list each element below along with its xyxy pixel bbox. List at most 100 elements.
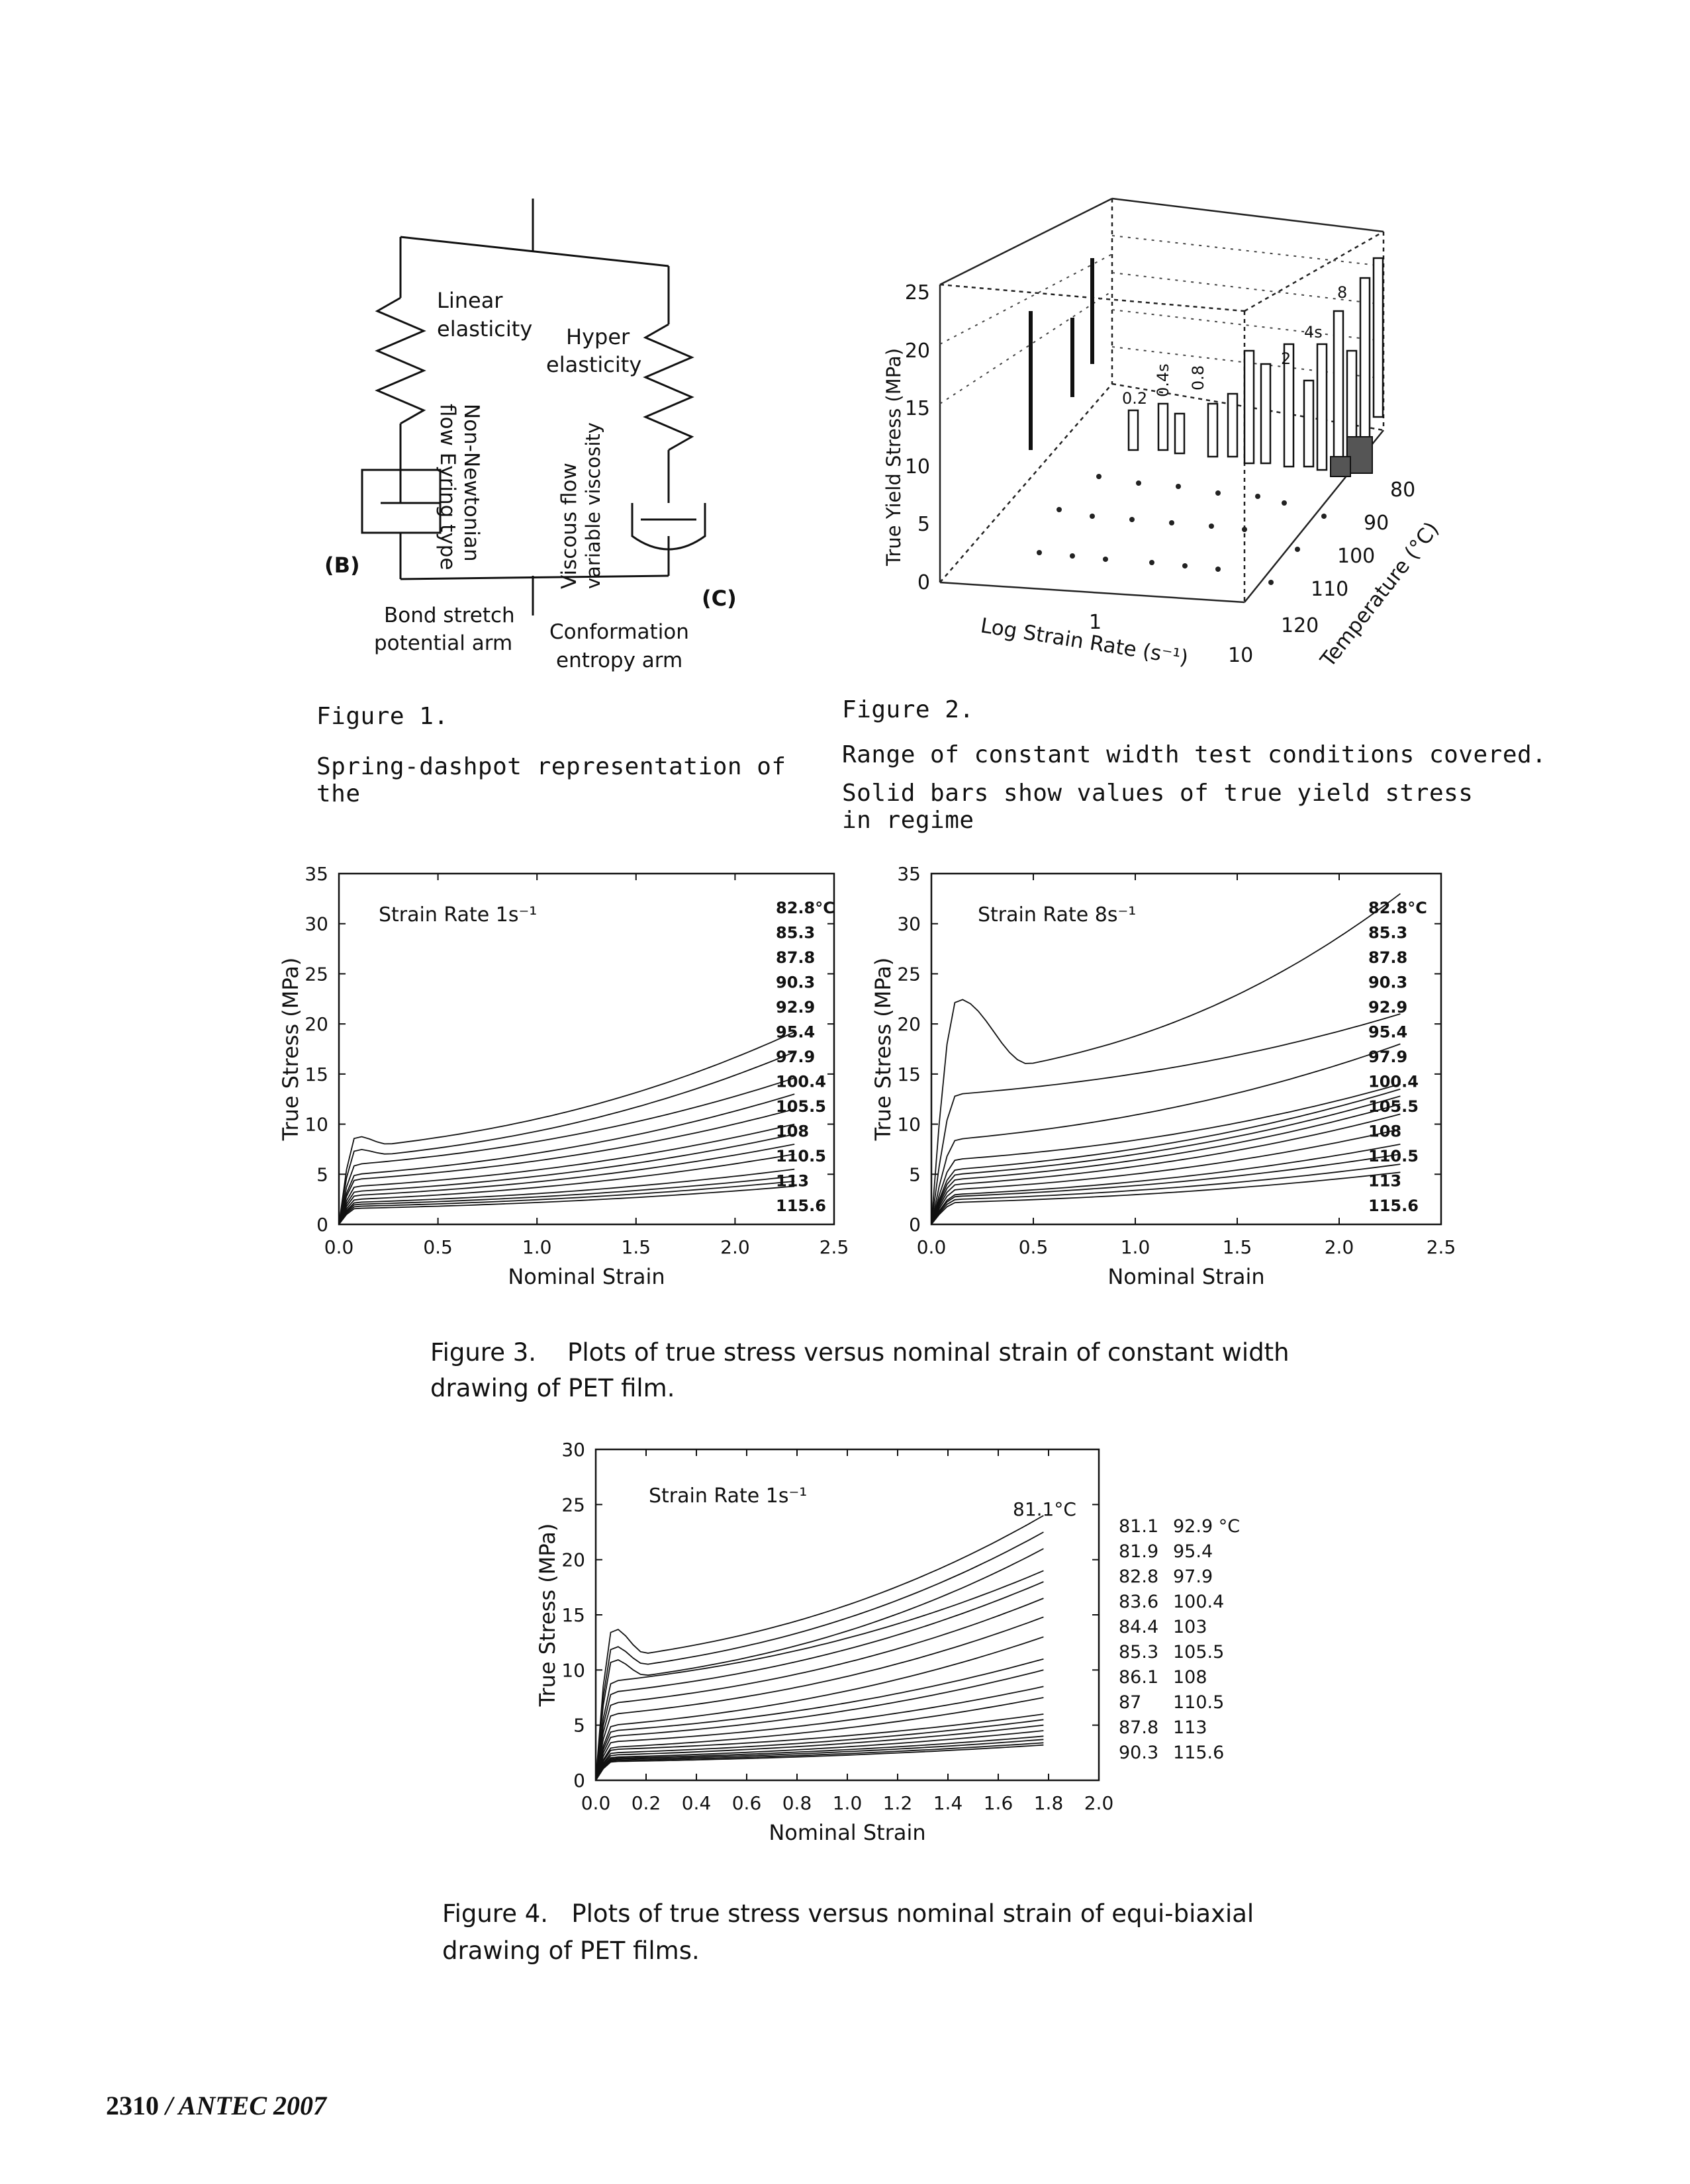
stress-curve-5	[931, 1088, 1401, 1225]
bond-stretch-label-2: potential arm	[374, 631, 512, 655]
legend-temperature-col1: 83.6	[1119, 1592, 1158, 1612]
fig2-ytick-90: 90	[1364, 512, 1389, 535]
x-tick-label: 1.0	[1121, 1236, 1150, 1258]
legend-temperature: 115.6	[1368, 1197, 1419, 1215]
legend-temperature-col2: 92.9 °C	[1173, 1516, 1240, 1537]
stress-curve-3	[931, 1043, 1401, 1225]
stress-curve-1	[338, 1031, 795, 1225]
legend-temperature-col1: 90.3	[1119, 1743, 1158, 1763]
legend-temperature-col1: 86.1	[1119, 1667, 1158, 1688]
fig2-ztick-10: 10	[905, 455, 930, 478]
legend-temperature: 95.4	[1368, 1023, 1407, 1042]
viscous-flow-label-2: variable viscosity	[582, 422, 604, 589]
legend-temperature-col2: 97.9	[1173, 1567, 1213, 1587]
x-tick-label: 0.5	[1019, 1236, 1049, 1258]
y-tick-label: 15	[897, 1064, 921, 1085]
figure3-caption-line1: Figure 3. Plots of true stress versus no…	[430, 1338, 1290, 1367]
figure2-3d-chart: 0 5 10 15 20 25 True Yield Stress (MPa) …	[882, 197, 1444, 672]
linear-elasticity-label-1: Linear	[437, 288, 503, 313]
stress-curve-7	[595, 1616, 1044, 1781]
stress-curve-11	[931, 1154, 1401, 1225]
x-tick-label: 0.4	[682, 1792, 712, 1814]
x-tick-label: 2.5	[820, 1236, 849, 1258]
fig2-bar-label-4: 4s	[1304, 323, 1323, 341]
legend-temperature: 95.4	[776, 1023, 815, 1042]
top-curve-label: 81.1°C	[1013, 1498, 1076, 1520]
stress-curve-19	[595, 1742, 1044, 1781]
stress-curve-8	[595, 1636, 1044, 1781]
legend-temperature: 100.4	[776, 1073, 826, 1091]
bond-stretch-label-1: Bond stretch	[384, 604, 515, 627]
stress-curve-2	[338, 1051, 795, 1225]
x-tick-label: 2.0	[720, 1236, 750, 1258]
legend-temperature-col1: 85.3	[1119, 1642, 1158, 1662]
legend-temperature: 85.3	[776, 924, 815, 942]
y-tick-label: 20	[897, 1013, 921, 1035]
x-tick-label: 2.0	[1084, 1792, 1114, 1814]
stress-curve-13	[338, 1185, 795, 1225]
legend-temperature-col1: 84.4	[1119, 1617, 1158, 1637]
x-tick-label: 0.0	[581, 1792, 611, 1814]
stress-curve-4	[338, 1093, 795, 1225]
conformation-label-1: Conformation	[549, 620, 689, 644]
y-tick-label: 20	[561, 1549, 585, 1571]
stress-curve-6	[931, 1095, 1401, 1225]
fig2-ztick-15: 15	[905, 397, 930, 420]
x-tick-label: 0.8	[782, 1792, 812, 1814]
stress-curve-11	[338, 1175, 795, 1225]
figure2-caption-line1: Range of constant width test conditions …	[842, 741, 1547, 768]
legend-temperature: 97.9	[776, 1048, 815, 1066]
y-tick-label: 30	[305, 913, 328, 935]
stress-curve-11	[595, 1686, 1044, 1781]
figure1-diagram: Linear elasticity Hyper elasticity Non-N…	[324, 199, 737, 672]
x-tick-label: 0.2	[632, 1792, 661, 1814]
stress-curve-2	[595, 1531, 1044, 1781]
y-tick-label: 10	[897, 1114, 921, 1136]
y-tick-label: 0	[316, 1214, 328, 1236]
fig2-bar-label-2: 0.8	[1189, 365, 1207, 390]
viscous-flow-label-1: Viscous flow	[557, 463, 581, 589]
figure2-caption-line2: Solid bars show values of true yield str…	[842, 780, 1474, 834]
legend-temperature-col1: 87.8	[1119, 1717, 1158, 1738]
stress-curve-17	[595, 1735, 1044, 1781]
figure4-caption-line2: drawing of PET films.	[442, 1936, 700, 1965]
fig2-xtick-10: 10	[1228, 644, 1253, 667]
x-tick-label: 2.5	[1427, 1236, 1456, 1258]
legend-temperature-col2: 115.6	[1173, 1743, 1224, 1763]
stress-curve-13	[595, 1713, 1044, 1781]
page-footer: 2310 / ANTEC 2007	[106, 2090, 326, 2121]
legend-temperature: 108	[776, 1122, 809, 1141]
figure4-caption-text: Plots of true stress versus nominal stra…	[571, 1899, 1254, 1928]
stress-curve-4	[595, 1570, 1044, 1781]
stress-curve-18	[595, 1739, 1044, 1781]
fig2-ytick-110: 110	[1311, 578, 1348, 601]
strain-rate-annotation: Strain Rate 8s⁻¹	[978, 903, 1136, 927]
legend-temperature: 108	[1368, 1122, 1401, 1141]
legend-temperature: 100.4	[1368, 1073, 1419, 1091]
fig2-ztick-0: 0	[917, 571, 930, 594]
fig2-zlabel: True Yield Stress (MPa)	[882, 348, 905, 567]
x-tick-label: 1.4	[933, 1792, 963, 1814]
figure2-bars	[1127, 257, 1384, 471]
legend-temperature-col1: 87	[1119, 1692, 1141, 1713]
fig2-xtick-1: 1	[1089, 611, 1102, 634]
stress-curve-1	[595, 1515, 1044, 1781]
y-tick-label: 10	[561, 1659, 585, 1681]
stress-curve-12	[931, 1163, 1401, 1225]
legend-temperature: 110.5	[1368, 1147, 1419, 1165]
linear-elasticity-label-2: elasticity	[437, 316, 532, 341]
legend-temperature: 90.3	[1368, 974, 1407, 992]
stress-curve-7	[931, 1103, 1401, 1225]
stress-curve-14	[595, 1719, 1044, 1781]
x-tick-label: 0.6	[732, 1792, 762, 1814]
y-tick-label: 25	[561, 1494, 585, 1516]
stress-curve-20	[595, 1744, 1044, 1781]
stress-curve-5	[338, 1109, 795, 1225]
stress-curve-9	[931, 1128, 1401, 1225]
fig2-ztick-25: 25	[905, 281, 930, 304]
y-tick-label: 0	[909, 1214, 921, 1236]
y-tick-label: 15	[561, 1604, 585, 1626]
fig2-ztick-5: 5	[917, 513, 930, 536]
